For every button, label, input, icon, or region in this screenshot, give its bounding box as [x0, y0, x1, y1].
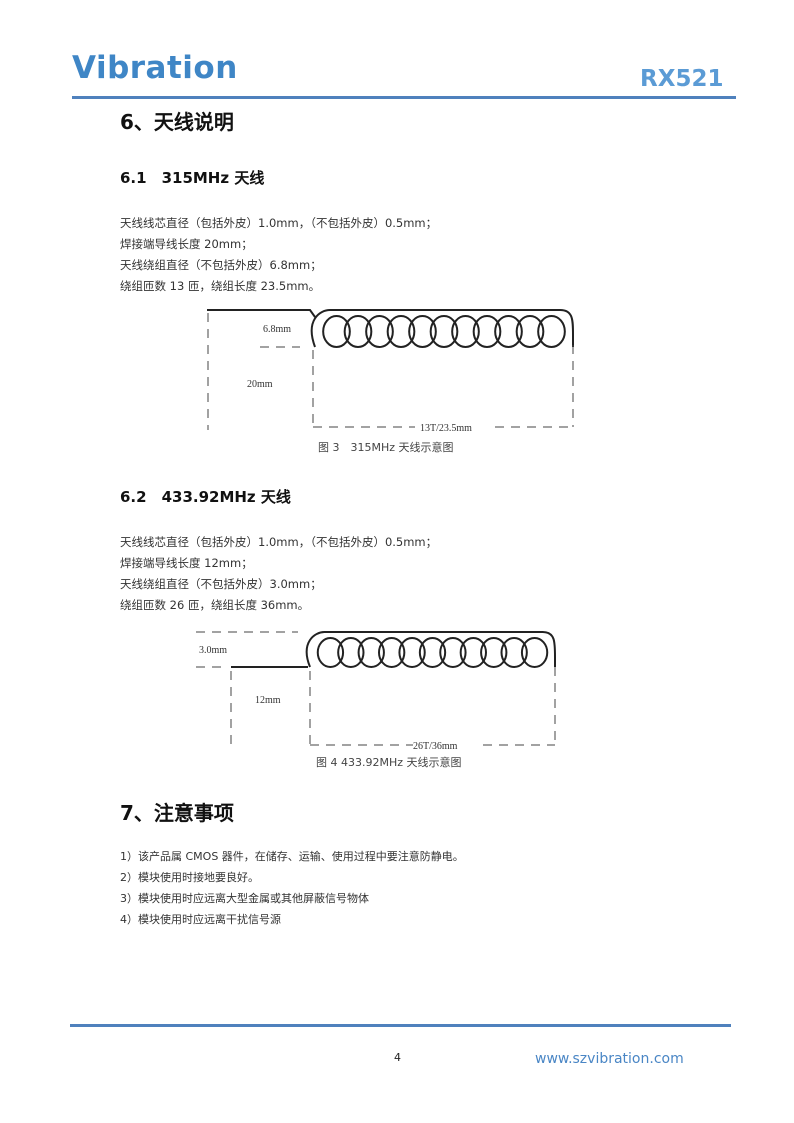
page-number: 4	[394, 1051, 401, 1064]
coil-turn	[322, 315, 351, 348]
coil-turn	[459, 637, 487, 668]
section-6-2-title: 6.2 433.92MHz 天线	[120, 488, 291, 506]
diameter-label: 6.8mm	[263, 324, 291, 335]
coil-turn	[515, 315, 545, 348]
coil-turn	[439, 637, 467, 668]
section-6-1-title: 6.1 315MHz 天线	[120, 169, 265, 187]
coil	[310, 309, 574, 348]
coil-turn	[429, 315, 459, 348]
section-6-2-specs: 天线线芯直径（包括外皮）1.0mm，（不包括外皮）0.5mm； 焊接端导线长度 …	[120, 532, 437, 616]
lead-wire	[207, 309, 316, 318]
section-6-1-specs: 天线线芯直径（包括外皮）1.0mm，（不包括外皮）0.5mm； 焊接端导线长度 …	[120, 213, 437, 297]
section-6-title: 6、天线说明	[120, 110, 234, 134]
lead-length-label: 12mm	[255, 695, 281, 706]
coil-turn	[408, 315, 437, 348]
figure-4-caption: 图 4 433.92MHz 天线示意图	[316, 756, 462, 769]
lead-length-label: 20mm	[247, 379, 273, 390]
coil-outline	[305, 631, 556, 668]
spec-line: 焊接端导线长度 20mm；	[120, 237, 253, 251]
spec-line: 绕组匝数 26 匝，绕组长度 36mm。	[120, 598, 310, 612]
website-link[interactable]: www.szvibration.com	[535, 1051, 684, 1067]
spec-line: 绕组匝数 13 匝，绕组长度 23.5mm。	[120, 279, 321, 293]
diameter-label: 3.0mm	[199, 645, 227, 656]
coil-turn	[337, 637, 365, 668]
coil-turn	[500, 637, 528, 668]
coil-label: 26T/36mm	[413, 741, 458, 752]
coil-turn	[520, 637, 549, 668]
notes-list: 1）该产品属 CMOS 器件，在储存、运输、使用过程中要注意防静电。 2）模块使…	[120, 846, 464, 930]
list-item: 3）模块使用时应远离大型金属或其他屏蔽信号物体	[120, 892, 369, 905]
coil-turn	[494, 315, 523, 348]
coil	[305, 631, 556, 668]
header-divider	[72, 96, 736, 99]
coil-turn	[357, 637, 385, 668]
spec-line: 天线线芯直径（包括外皮）1.0mm，（不包括外皮）0.5mm；	[120, 216, 438, 230]
spec-line: 天线线芯直径（包括外皮）1.0mm，（不包括外皮）0.5mm；	[120, 535, 438, 549]
figure-3-caption: 图 3 315MHz 天线示意图	[318, 441, 454, 454]
list-item: 2）模块使用时接地要良好。	[120, 871, 259, 884]
coil-turn	[451, 315, 480, 348]
spec-line: 天线绕组直径（不包括外皮）3.0mm；	[120, 577, 322, 591]
coil-turn	[316, 637, 345, 668]
coil-turn	[365, 315, 394, 348]
footer-divider	[70, 1024, 731, 1027]
coil-turn	[480, 637, 508, 668]
coil-turn	[537, 315, 566, 348]
spec-line: 天线绕组直径（不包括外皮）6.8mm；	[120, 258, 322, 272]
coil-turn	[343, 315, 373, 348]
coil-turn	[398, 637, 426, 668]
coil-turn	[418, 637, 447, 668]
model-number: RX521	[640, 66, 724, 92]
vibration-logo: Vibration	[72, 50, 238, 86]
list-item: 4）模块使用时应远离干扰信号源	[120, 913, 281, 926]
antenna-315-diagram: 6.8mm 20mm 13T/23.5mm	[207, 309, 574, 433]
section-7-title: 7、注意事项	[120, 801, 234, 825]
coil-turn	[378, 637, 406, 668]
coil-outline	[310, 309, 574, 348]
spec-line: 焊接端导线长度 12mm；	[120, 556, 253, 570]
coil-turn	[386, 315, 416, 348]
coil-label: 13T/23.5mm	[420, 423, 472, 433]
coil-turn	[472, 315, 502, 348]
antenna-433-diagram: 3.0mm 12mm 26T/36mm	[196, 631, 556, 752]
list-item: 1）该产品属 CMOS 器件，在储存、运输、使用过程中要注意防静电。	[120, 850, 464, 863]
